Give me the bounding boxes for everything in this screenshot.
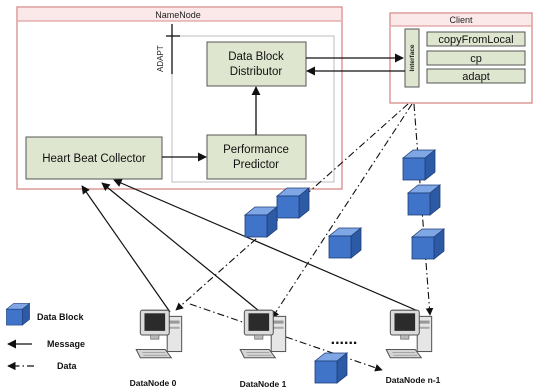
data-block-icon — [328, 227, 362, 259]
command-cp: cp — [470, 53, 482, 65]
data-block-icon — [411, 228, 445, 260]
predictor-label-line2: Predictor — [233, 159, 279, 171]
legend: Data Block Message Data — [6, 303, 85, 371]
client-commands: copyFromLocal cp adapt — [426, 31, 526, 84]
datanode1-computer-icon — [239, 309, 287, 359]
message-arrows — [81, 179, 419, 316]
command-adapt-box — [426, 68, 526, 84]
heart-beat-collector-box — [25, 136, 163, 180]
data-block-icon — [276, 187, 310, 219]
collector-label: Heart Beat Collector — [42, 153, 146, 165]
command-copyfromlocal: copyFromLocal — [438, 34, 513, 46]
message-arrow-datanode1 — [101, 182, 265, 316]
datanodes — [135, 309, 433, 359]
namenode-header — [18, 8, 341, 21]
performance-predictor-box — [206, 134, 307, 180]
command-cp-box — [426, 50, 526, 66]
datanode0-computer-icon — [135, 309, 183, 359]
interface-bar — [404, 28, 420, 88]
command-adapt: adapt — [462, 71, 490, 83]
distributor-label-line2: Distributor — [230, 66, 283, 78]
client-title: Client — [449, 15, 473, 25]
command-copyfromlocal-box — [426, 31, 526, 47]
data-block-icon — [314, 352, 348, 384]
legend-message-label: Message — [47, 339, 85, 349]
datanode0-label: DataNode 0 — [130, 378, 177, 387]
interface-label: Interface — [409, 44, 416, 71]
data-block-distributor-box — [206, 41, 307, 87]
message-arrow-datanode0 — [81, 185, 171, 313]
data-block-icon — [402, 149, 436, 181]
legend-data-block-icon — [6, 303, 30, 326]
client-header — [391, 14, 531, 26]
legend-data-label: Data — [57, 361, 78, 371]
legend-data-block-label: Data Block — [37, 312, 85, 322]
adapt-label: ADAPT — [156, 45, 165, 72]
message-arrow-datanode-n1 — [113, 179, 419, 312]
datanode-n1-computer-icon — [385, 309, 433, 359]
ellipsis-dots: ...... — [331, 331, 358, 348]
distributor-label-line1: Data Block — [228, 51, 284, 63]
datanode1-label: DataNode 1 — [240, 379, 287, 387]
namenode-title: NameNode — [155, 10, 201, 20]
data-arrow-datanode1 — [271, 103, 413, 319]
adapt-region — [171, 35, 335, 183]
datanode-n1-label: DataNode n-1 — [386, 375, 441, 385]
predictor-label-line1: Performance — [223, 144, 289, 156]
data-block-icon — [244, 206, 278, 238]
data-block-icon — [407, 184, 441, 216]
